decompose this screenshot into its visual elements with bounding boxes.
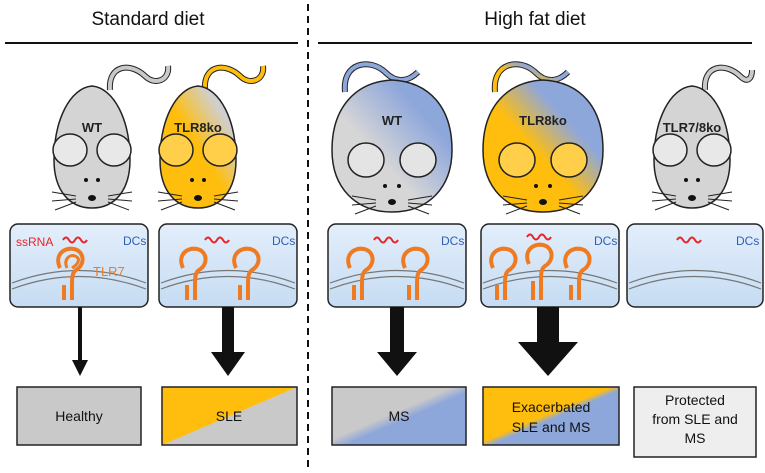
tlr7-receptor-group	[346, 246, 430, 300]
outcome-text: Healthy	[55, 408, 102, 424]
mouse-label: TLR8ko	[174, 120, 222, 135]
ssrna-label: ssRNA	[16, 235, 53, 249]
high-fat-diet-header: High fat diet	[484, 9, 586, 30]
outcome-exacerbated: Exacerbated SLE and MS	[482, 386, 620, 446]
arrow-3	[377, 307, 417, 376]
mouse-wt-highfat: WT	[331, 61, 453, 215]
cell-panel-2: DCs	[158, 223, 298, 308]
ssrna-wave	[62, 236, 88, 244]
tlr7-receptor	[56, 246, 85, 300]
outcome-protected: Protected from SLE and MS	[633, 386, 757, 458]
outcome-text-line2: from SLE and	[652, 411, 738, 427]
outcome-text-line2: SLE and MS	[512, 419, 591, 435]
dcs-label: DCs	[594, 234, 617, 248]
cell-panel-3: DCs	[327, 223, 467, 308]
cell-panel-1: ssRNA DCs TLR7	[9, 223, 149, 308]
outcome-text: MS	[389, 408, 410, 424]
mouse-label: TLR7/8ko	[663, 120, 722, 135]
ssrna-wave	[526, 233, 552, 241]
outcome-ms: MS	[331, 386, 467, 446]
outcome-text-line1: Exacerbated	[512, 399, 591, 415]
mouse-wt-standard: WT	[51, 64, 172, 211]
outcome-text: SLE	[216, 408, 242, 424]
dcs-label: DCs	[441, 234, 464, 248]
tlr7-receptor-group	[179, 246, 261, 300]
mouse-tlr8ko-highfat: TLR8ko	[482, 61, 604, 215]
ssrna-wave	[373, 236, 399, 244]
ssrna-wave	[204, 236, 230, 244]
standard-diet-header: Standard diet	[91, 9, 205, 30]
mouse-label: WT	[382, 113, 402, 128]
dcs-label: DCs	[272, 234, 295, 248]
outcome-text-line1: Protected	[665, 392, 725, 408]
dcs-label: DCs	[123, 234, 146, 248]
dcs-label: DCs	[736, 234, 759, 248]
arrows	[72, 307, 578, 376]
arrow-1	[72, 307, 88, 376]
tlr7-receptor-group	[489, 242, 592, 300]
outcome-sle: SLE	[161, 386, 298, 446]
cell-panel-5: DCs	[626, 223, 764, 308]
ssrna-wave	[676, 236, 702, 244]
arrow-4	[518, 307, 578, 376]
mouse-tlr8ko-standard: TLR8ko	[157, 64, 267, 211]
mouse-tlr78ko-highfat: TLR7/8ko	[651, 64, 755, 211]
cell-panel-4: DCs	[480, 223, 620, 308]
outcome-text-line3: MS	[685, 430, 706, 446]
mouse-label: WT	[82, 120, 102, 135]
outcome-healthy: Healthy	[16, 386, 142, 446]
mouse-label: TLR8ko	[519, 113, 567, 128]
tlr7-label: TLR7	[93, 264, 125, 279]
arrow-2	[211, 307, 245, 376]
